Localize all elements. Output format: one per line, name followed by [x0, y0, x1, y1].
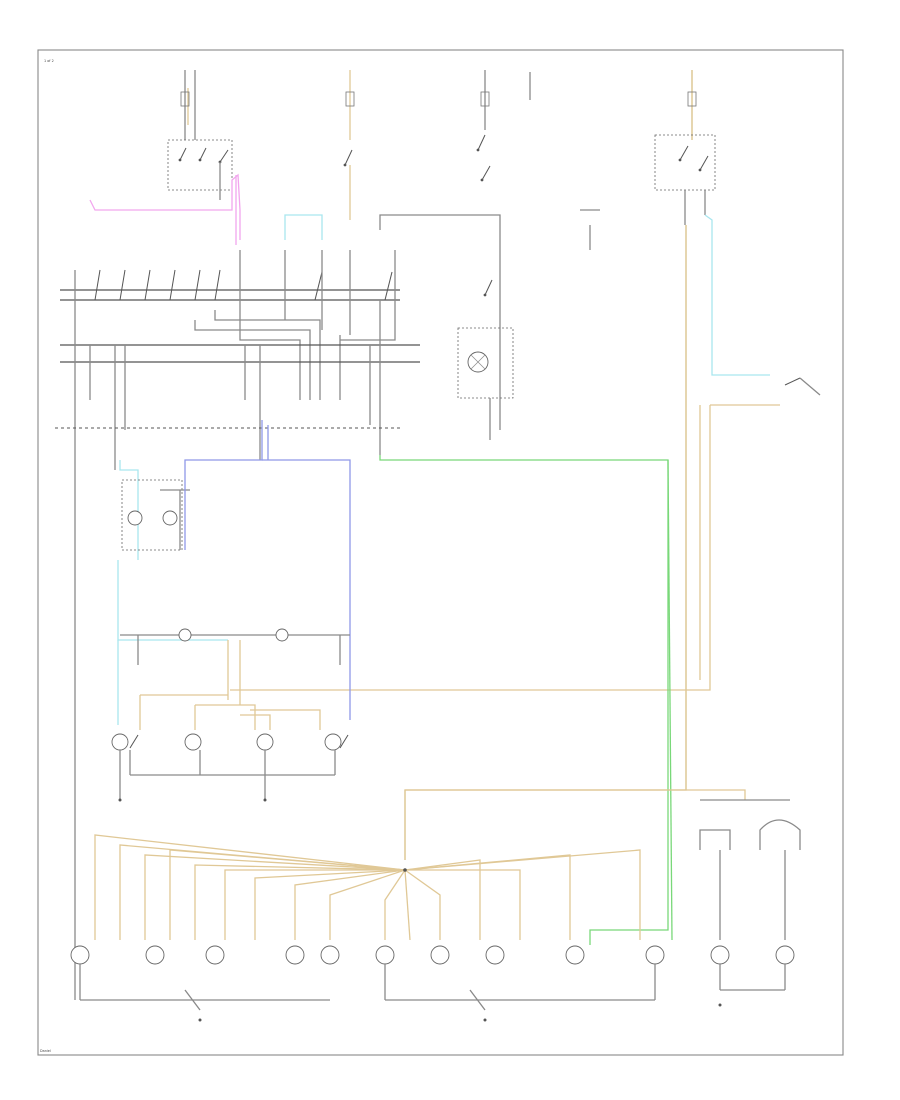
- top-power-feeds: [180, 70, 697, 140]
- splice-fan: [94, 789, 746, 941]
- diagram-frame: [37, 49, 844, 1056]
- tan-distribution: [139, 694, 321, 730]
- lower-switch-row: [111, 733, 349, 802]
- pink-wire: [89, 173, 241, 240]
- gray-routing-block: [55, 270, 420, 1000]
- bottom-lamp-row: [70, 945, 795, 1022]
- corner-label: 1 of 2: [44, 59, 54, 63]
- upper-switches: [167, 134, 716, 225]
- footer-label: Daniel: [40, 1049, 51, 1053]
- tan-wire-right: [404, 225, 687, 860]
- cyan-wire-upper: [284, 214, 323, 240]
- upper-lamp-row: [120, 628, 350, 705]
- cyan-wire-left: [119, 460, 139, 560]
- center-module: [457, 279, 514, 440]
- blue-wire: [184, 420, 263, 550]
- green-wire: [379, 455, 669, 945]
- cyan-wire-right: [704, 214, 770, 376]
- multi-switch-row: [60, 250, 400, 335]
- right-lower-loop: [699, 799, 801, 940]
